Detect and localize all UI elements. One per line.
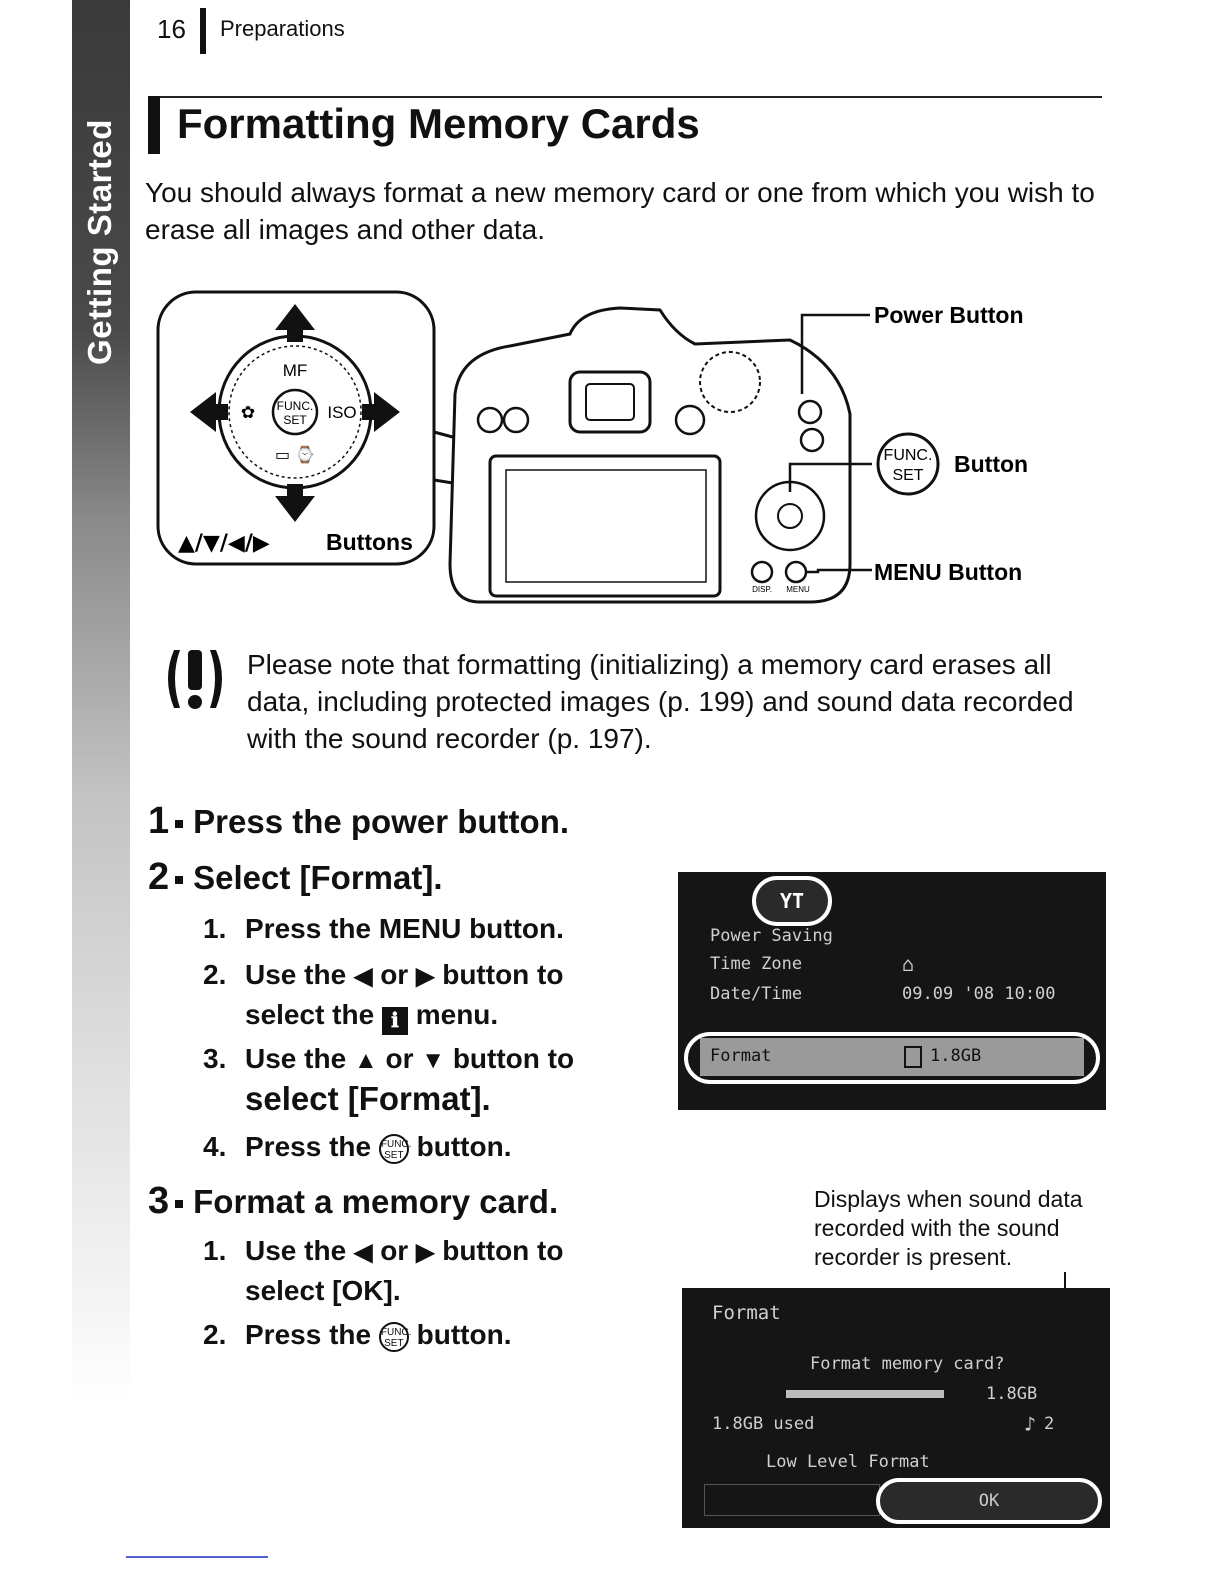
capacity-bar <box>786 1390 944 1398</box>
format-row-highlight <box>684 1032 1100 1084</box>
step-number: 1 <box>148 800 170 842</box>
menu-button-label: MENU Button <box>874 559 1022 585</box>
ok-button: OK <box>876 1478 1102 1524</box>
down-arrow-icon: ▼ <box>421 1047 446 1074</box>
dial-iso-label: ISO <box>327 403 356 422</box>
mode-dial <box>699 351 761 413</box>
camera-control-dial <box>754 480 826 552</box>
format-dialog-title: Format <box>712 1302 781 1324</box>
step-number: 3 <box>148 1180 170 1222</box>
format-dialog-used: 1.8GB used <box>712 1414 815 1434</box>
setup-menu-icon: ℹ <box>381 1007 408 1035</box>
down-arrow-icon <box>275 484 315 522</box>
format-dialog-capacity: 1.8GB <box>986 1384 1038 1404</box>
camera-menu-text: MENU <box>786 585 810 594</box>
menu-row-power-saving: Power Saving <box>710 926 833 946</box>
chapter-tab-label: Getting Started <box>81 119 118 365</box>
microphone-icon: ♪ <box>1024 1412 1037 1436</box>
power-button-label: Power Button <box>874 302 1024 328</box>
format-row-bar <box>700 1038 1084 1076</box>
dial-set-text: SET <box>283 413 307 427</box>
section-name: Preparations <box>220 16 345 41</box>
macro-icon: ✿ <box>241 403 255 423</box>
left-arrow-icon <box>190 392 228 432</box>
setup-tab-icon: YT <box>752 876 832 926</box>
title-marker-bar <box>148 96 160 154</box>
title-rule <box>148 96 1102 98</box>
step-1-heading: 1 Press the power button. <box>148 800 569 843</box>
func-set-center <box>271 388 319 436</box>
menu-row-time-zone: Time Zone <box>710 954 803 974</box>
step-title: Press the power button. <box>193 803 570 840</box>
func-set-icon <box>876 432 940 496</box>
camera-disp-text: DISP. <box>752 585 772 594</box>
step-title: Select [Format]. <box>193 859 443 896</box>
home-icon: ⌂ <box>902 952 915 976</box>
format-dialog-question: Format memory card? <box>810 1354 1005 1374</box>
step-title: Format a memory card. <box>193 1183 559 1220</box>
func-set-icon: FUNC.SET <box>378 1133 411 1164</box>
camera-diagram-art: FUNC. SET MF ISO ✿ ▭ ⌚ ▲/▼/◀/▶ Buttons D… <box>156 290 1028 604</box>
bottom-link-underline <box>126 1556 268 1558</box>
intro-paragraph: You should always format a new memory ca… <box>145 177 1095 245</box>
step-3-sub-2: 2.Press the FUNC.SET button. <box>203 1319 512 1352</box>
right-arrow-icon <box>362 392 400 432</box>
arrow-buttons-glyphs: ▲/▼/◀/▶ <box>178 531 270 556</box>
step-3-heading: 3 Format a memory card. <box>148 1180 558 1223</box>
setup-menu-screenshot: YT Power Saving Time Zone ⌂ Date/Time 09… <box>678 872 1106 1110</box>
caution-text: Please note that formatting (initializin… <box>247 649 1074 754</box>
step-2-sub-3: 3.Use the ▲ or ▼ button to select [Forma… <box>203 1043 575 1117</box>
page-title: Formatting Memory Cards <box>177 100 700 147</box>
right-arrow-icon: ▶ <box>415 963 435 990</box>
step-number: 2 <box>148 856 170 898</box>
header-divider <box>200 8 206 54</box>
sound-data-caption: Displays when sound data recorded with t… <box>814 1186 1083 1270</box>
dial-func-text: FUNC. <box>277 399 314 413</box>
right-arrow-icon: ▶ <box>415 1239 435 1266</box>
memory-card-icon <box>904 1046 922 1068</box>
format-dialog-screenshot: Format Format memory card? 1.8GB 1.8GB u… <box>682 1288 1110 1528</box>
page-number: 16 <box>157 14 186 44</box>
func-button-label: Button <box>954 451 1028 477</box>
chapter-side-tab: Getting Started <box>72 0 130 1400</box>
low-level-format-option: Low Level Format <box>766 1452 930 1472</box>
sound-count: 2 <box>1044 1414 1055 1434</box>
left-arrow-icon: ◀ <box>353 963 373 990</box>
callout-set-text: SET <box>892 467 923 484</box>
cancel-button-placeholder <box>704 1484 880 1516</box>
menu-row-format-value: 1.8GB <box>930 1046 982 1066</box>
disp-button <box>750 560 774 584</box>
step-2-sub-1: 1.Press the MENU button. <box>203 913 564 944</box>
menu-row-date-value: 09.09 '08 10:00 <box>902 984 1056 1004</box>
step-3-sub-1: 1.Use the ◀ or ▶ button to select [OK]. <box>203 1235 564 1306</box>
dial-mf-label: MF <box>283 361 308 380</box>
dial-inset-box <box>156 290 436 566</box>
up-arrow-icon <box>275 304 315 342</box>
viewfinder <box>568 370 652 434</box>
func-set-icon: FUNC.SET <box>378 1321 411 1352</box>
caution-icon <box>160 644 230 714</box>
step-2-sub-2: 2.Use the ◀ or ▶ button to select the ℹ … <box>203 956 643 1035</box>
step-2-heading: 2 Select [Format]. <box>148 856 443 899</box>
callout-func-text: FUNC. <box>884 447 933 464</box>
step-2-sub-4: 4.Press the FUNC.SET button. <box>203 1131 512 1164</box>
up-arrow-icon: ▲ <box>353 1047 378 1074</box>
left-arrow-icon: ◀ <box>353 1239 373 1266</box>
menu-row-date-time: Date/Time <box>710 984 803 1004</box>
lcd-screen <box>488 454 722 598</box>
drive-self-timer-icon: ▭ ⌚ <box>275 445 315 464</box>
arrow-buttons-label: Buttons <box>326 529 413 555</box>
camera-diagram: FUNC. SET MF ISO ✿ ▭ ⌚ ▲/▼/◀/▶ Buttons D… <box>150 284 1110 624</box>
menu-row-format: Format <box>710 1046 772 1066</box>
